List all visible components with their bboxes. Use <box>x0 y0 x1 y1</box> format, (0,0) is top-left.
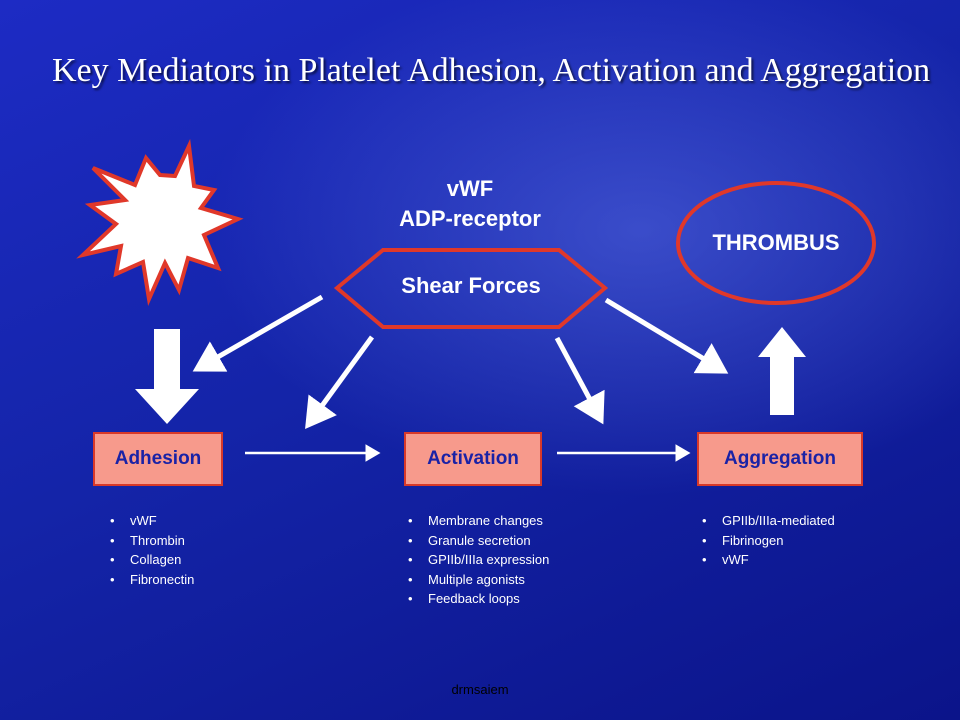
top-mediator-adp-receptor: ADP-receptor <box>399 206 541 231</box>
aggregation-mediator-list: GPIIb/IIIa-mediated Fibrinogen vWF <box>702 511 835 570</box>
slide-title: Key Mediators in Platelet Adhesion, Acti… <box>52 52 931 89</box>
list-item: GPIIb/IIIa-mediated <box>702 511 835 531</box>
footer-credit: drmsaiem <box>451 682 509 697</box>
arrow-shear-to-activation-left <box>305 335 375 430</box>
thrombus-label: THROMBUS <box>712 230 840 255</box>
activation-mediator-list: Membrane changes Granule secretion GPIIb… <box>408 511 549 609</box>
top-mediators: vWF ADP-receptor <box>370 174 570 234</box>
list-item: Fibrinogen <box>702 531 835 551</box>
list-item: Feedback loops <box>408 589 549 609</box>
adhesion-mediator-list: vWF Thrombin Collagen Fibronectin <box>110 511 194 589</box>
list-item: Multiple agonists <box>408 570 549 590</box>
injury-down-arrow <box>135 329 199 424</box>
thrombus-ellipse <box>676 181 876 305</box>
shear-forces-hexagon <box>333 248 609 329</box>
activation-box: Activation <box>404 432 542 486</box>
list-item: vWF <box>702 550 835 570</box>
list-item: Collagen <box>110 550 194 570</box>
arrow-shear-to-aggregation <box>604 297 729 374</box>
list-item: Granule secretion <box>408 531 549 551</box>
arrow-shear-to-adhesion <box>192 294 324 372</box>
top-mediator-vwf: vWF <box>446 176 494 201</box>
list-item: Thrombin <box>110 531 194 551</box>
list-item: Fibronectin <box>110 570 194 590</box>
injury-label: INJURY <box>120 213 200 238</box>
adhesion-box: Adhesion <box>93 432 223 486</box>
shear-forces-label: Shear Forces <box>401 273 541 298</box>
thrombus-up-arrow <box>758 327 806 415</box>
list-item: Membrane changes <box>408 511 549 531</box>
list-item: vWF <box>110 511 194 531</box>
aggregation-box: Aggregation <box>697 432 863 486</box>
list-item: GPIIb/IIIa expression <box>408 550 549 570</box>
arrow-shear-to-activation-right <box>554 336 605 425</box>
injury-starburst <box>76 138 244 306</box>
